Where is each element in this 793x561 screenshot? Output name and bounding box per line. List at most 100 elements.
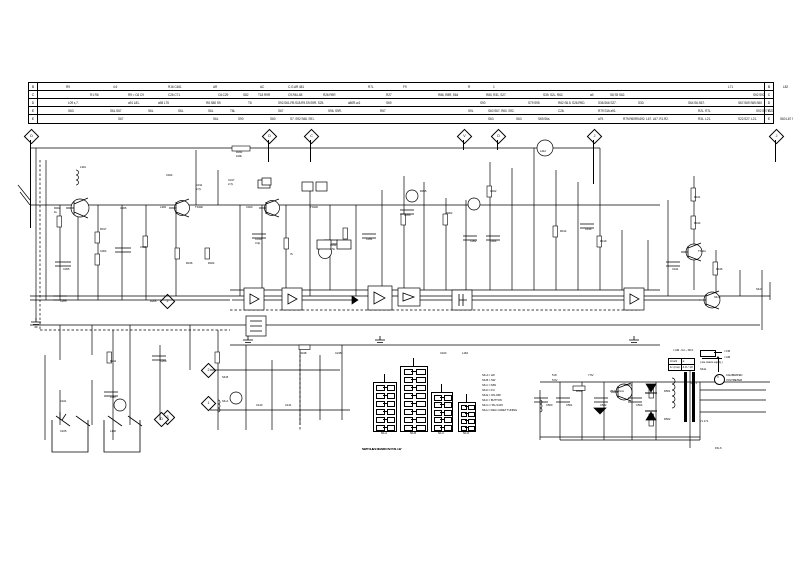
component-label: C404 xyxy=(490,239,497,243)
index-row-letter-right: E xyxy=(764,107,773,114)
index-cell: S96. S9R. xyxy=(328,109,342,113)
index-cell: S6L xyxy=(148,109,154,113)
switch-contact xyxy=(416,408,426,415)
schematic-note: SWITCHES DRAWN IN POS. LW xyxy=(362,447,402,451)
switch-block-body xyxy=(431,392,453,432)
switch-link xyxy=(382,410,387,412)
switch-legend-line: SK-C = MW xyxy=(482,383,496,387)
component-label: R419 xyxy=(600,239,607,243)
switch-contact xyxy=(443,402,452,409)
index-cell: S79 S95 xyxy=(528,101,540,105)
component-label: SK-G xyxy=(714,295,721,299)
index-cell: S92.S61.R9.S18.R9.S9.S9R. S25. xyxy=(278,101,324,105)
index-cell: S22.S27. L21. xyxy=(738,117,757,121)
component-label: SK-A xyxy=(222,399,229,403)
component-label: C355 xyxy=(404,213,411,217)
index-cell: S60 S67. R60. S92. xyxy=(488,109,515,113)
index-cell: S6L xyxy=(213,117,219,121)
switch-contact xyxy=(434,425,442,431)
index-cell: S8 S9 S62. xyxy=(610,93,626,97)
index-cell: S67.S69 S69.S60 xyxy=(738,101,762,105)
reference-marker-stem xyxy=(462,140,464,150)
switch-block-body xyxy=(400,366,428,432)
switch-contact xyxy=(386,392,396,399)
switch-contact xyxy=(434,417,442,424)
reference-marker: D xyxy=(261,128,277,162)
index-cell: R xyxy=(468,85,471,89)
component-label: R341 xyxy=(236,150,243,154)
voltmeter-symbol: V xyxy=(717,375,719,379)
index-cell: S60 xyxy=(270,117,276,121)
index-cell: R3L. L21. xyxy=(698,117,711,121)
switch-contact xyxy=(386,424,396,431)
index-cell: a98 L75 xyxy=(158,101,169,105)
component-label: 25.0mA/mA xyxy=(610,389,624,393)
switches-caption: SWITCHES DRAWN IN POS. LW xyxy=(362,447,402,451)
switch-contact xyxy=(376,408,385,415)
index-cell: T6 xyxy=(248,101,252,105)
index-cell: R79 S16 a91. xyxy=(598,109,617,113)
switch-contact xyxy=(403,400,414,407)
component-label: R317 xyxy=(100,227,107,231)
index-cell: AC xyxy=(260,85,265,89)
switch-link xyxy=(382,394,387,396)
index-row-letter-left: C xyxy=(29,91,38,98)
switch-contact xyxy=(468,425,476,432)
index-cell: a9. xyxy=(590,93,595,97)
switch-contact xyxy=(460,425,468,432)
reference-marker-stem xyxy=(496,140,498,150)
schematic-note: = AM - G1 ~ S6 6. xyxy=(673,348,694,352)
component-label: L100 xyxy=(110,429,116,433)
switch-block-body xyxy=(373,382,397,432)
component-label: C320 xyxy=(246,205,253,209)
switch-contact xyxy=(403,376,414,383)
component-label: L163 xyxy=(462,351,468,355)
index-cell: S30. xyxy=(638,101,645,105)
switch-link xyxy=(382,402,387,404)
index-cell: R86, R8R, S64 xyxy=(438,93,459,97)
switch-contact xyxy=(403,384,414,391)
index-cell: S9L xyxy=(468,109,474,113)
switch-contact xyxy=(376,392,385,399)
index-cell: C6.C29 xyxy=(218,93,229,97)
switch-actuator-stem xyxy=(413,358,414,366)
index-cell: L09 x,7. xyxy=(68,101,79,105)
index-cell: S69 xyxy=(386,101,392,105)
mains-supply-note: ( are mains supply ) xyxy=(700,360,723,364)
index-cell: S6L xyxy=(208,109,214,113)
component-label: C143 xyxy=(256,403,263,407)
reference-marker: D xyxy=(490,128,506,150)
switch-contact xyxy=(376,384,385,391)
switch-link xyxy=(382,418,387,420)
voltage-table-c0: 1r (ma) xyxy=(668,364,682,371)
switch-contact xyxy=(460,411,468,418)
fm-am-legend: = FM = AM ( are mains supply ) xyxy=(700,349,762,366)
switch-contact xyxy=(460,418,468,425)
voltage-table: C121 a 1r (ma) 4.8 / 10 xyxy=(668,358,695,371)
index-cell: S69.S6s. xyxy=(538,117,551,121)
switch-legend-line: SK-D = FU xyxy=(482,388,495,392)
switch-contact xyxy=(434,402,442,409)
index-cell: R9 = C6 C9 xyxy=(128,93,144,97)
switch-contact xyxy=(416,400,426,407)
index-cell: F9 xyxy=(403,85,407,89)
component-label: C414 xyxy=(585,227,592,231)
component-label: TS441 xyxy=(698,249,706,253)
component-label: R324 xyxy=(208,261,215,265)
switch-legend-line: SK-A = LW xyxy=(482,373,495,377)
component-label: C324 xyxy=(166,173,173,177)
component-label: L412 xyxy=(540,149,546,153)
index-cell: C26 C71 xyxy=(168,93,180,97)
index-cell: C9.R6.L65 xyxy=(288,93,303,97)
switch-link xyxy=(440,419,444,421)
component-label: TS471 xyxy=(624,383,632,387)
switch-contact xyxy=(443,425,452,431)
component-label: TS302 xyxy=(195,205,203,209)
switch-contact xyxy=(416,368,426,375)
index-cell: T18 R9R xyxy=(258,93,271,97)
component-label: C504 xyxy=(636,403,643,407)
